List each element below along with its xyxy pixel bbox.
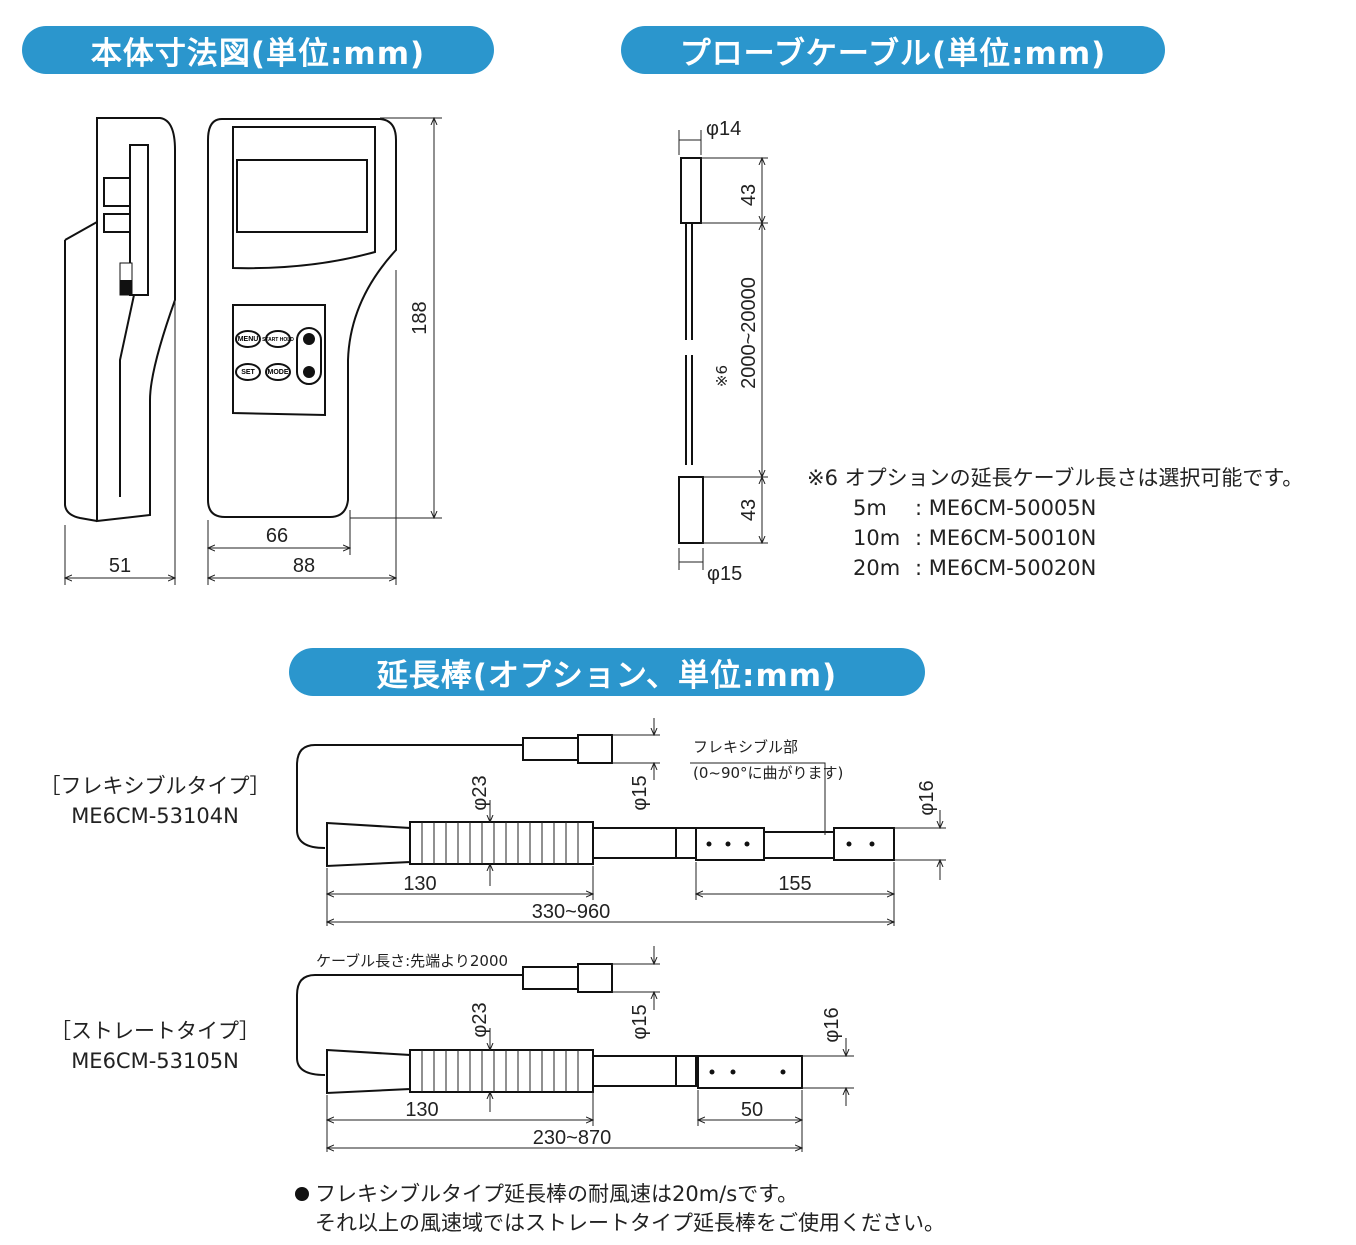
svg-text:φ23: φ23	[469, 775, 491, 810]
svg-text:※6: ※6	[713, 365, 731, 387]
section-header-probe-cable: プローブケーブル(単位:mm)	[621, 26, 1165, 74]
svg-text:ME6CM-53105N: ME6CM-53105N	[71, 1049, 239, 1073]
svg-text:それ以上の風速域ではストレートタイプ延長棒をご使用ください。: それ以上の風速域ではストレートタイプ延長棒をご使用ください。	[315, 1211, 945, 1235]
svg-text:155: 155	[778, 873, 811, 895]
probe-cable-drawing: 43 2000~20000 ※6 43 φ14 φ15	[678, 118, 768, 585]
svg-text:: ME6CM-50020N: : ME6CM-50020N	[915, 556, 1096, 580]
svg-text:43: 43	[738, 499, 760, 521]
section-header-extension-rod: 延長棒(オプション、単位:mm)	[289, 648, 925, 696]
svg-text:φ16: φ16	[916, 780, 938, 815]
mode-button[interactable]: MODE	[268, 369, 289, 376]
svg-text:ME6CM-53104N: ME6CM-53104N	[71, 804, 239, 828]
flexible-rod-drawing: ［フレキシブルタイプ］ ME6CM-53104N フレキシブル部 (0~90°に…	[40, 718, 946, 926]
svg-text:2000~20000: 2000~20000	[738, 277, 760, 389]
down-arrow-icon[interactable]	[303, 366, 315, 378]
svg-text:φ23: φ23	[469, 1002, 491, 1037]
device-side-view	[64, 117, 176, 523]
start-hold-button[interactable]: START HOLD	[262, 337, 294, 343]
straight-rod-drawing: ［ストレートタイプ］ ME6CM-53105N ケーブル長さ:先端より2000 …	[50, 946, 854, 1152]
up-arrow-icon[interactable]	[303, 333, 315, 345]
svg-text:330~960: 330~960	[532, 901, 610, 923]
svg-text:φ14: φ14	[706, 118, 741, 140]
svg-text:230~870: 230~870	[533, 1127, 611, 1149]
cable-option-note: ※6 オプションの延長ケーブル長さは選択可能です。 5m : ME6CM-5000…	[807, 466, 1303, 580]
svg-text:130: 130	[405, 1099, 438, 1121]
bullet-icon	[295, 1187, 309, 1201]
device-front-view: MENU START HOLD SET MODE	[207, 118, 397, 518]
svg-text:43: 43	[738, 184, 760, 206]
svg-text:ケーブル長さ:先端より2000: ケーブル長さ:先端より2000	[316, 952, 508, 970]
svg-text:50: 50	[741, 1099, 763, 1121]
svg-text:φ16: φ16	[821, 1007, 843, 1042]
svg-text:188: 188	[409, 301, 431, 334]
section-header-body-dimensions: 本体寸法図(単位:mm)	[22, 26, 494, 74]
svg-text:130: 130	[403, 873, 436, 895]
device-dimensions: 51 66 88 188	[65, 118, 442, 585]
svg-text:51: 51	[109, 555, 131, 577]
svg-text:［フレキシブルタイプ］: ［フレキシブルタイプ］	[40, 774, 271, 798]
set-button[interactable]: SET	[241, 369, 255, 376]
svg-text:※6 オプションの延長ケーブル長さは選択可能です。: ※6 オプションの延長ケーブル長さは選択可能です。	[807, 466, 1303, 490]
svg-text:66: 66	[266, 525, 288, 547]
svg-text:フレキシブルタイプ延長棒の耐風速は20m/sです。: フレキシブルタイプ延長棒の耐風速は20m/sです。	[315, 1182, 798, 1206]
svg-text:［ストレートタイプ］: ［ストレートタイプ］	[50, 1019, 260, 1043]
keypad: MENU START HOLD SET MODE	[235, 327, 322, 385]
svg-text:88: 88	[293, 555, 315, 577]
menu-button[interactable]: MENU	[238, 336, 259, 343]
svg-text:φ15: φ15	[707, 563, 742, 585]
svg-text:20m: 20m	[853, 556, 900, 580]
svg-text:: ME6CM-50005N: : ME6CM-50005N	[915, 496, 1096, 520]
svg-text:φ15: φ15	[629, 1004, 651, 1039]
svg-text:(0~90°に曲がります): (0~90°に曲がります)	[693, 764, 843, 782]
svg-text:5m: 5m	[853, 496, 887, 520]
footnote: フレキシブルタイプ延長棒の耐風速は20m/sです。 それ以上の風速域ではストレー…	[295, 1182, 945, 1235]
svg-text:: ME6CM-50010N: : ME6CM-50010N	[915, 526, 1096, 550]
svg-text:φ15: φ15	[629, 775, 651, 810]
svg-text:10m: 10m	[853, 526, 900, 550]
svg-text:フレキシブル部: フレキシブル部	[693, 738, 798, 756]
